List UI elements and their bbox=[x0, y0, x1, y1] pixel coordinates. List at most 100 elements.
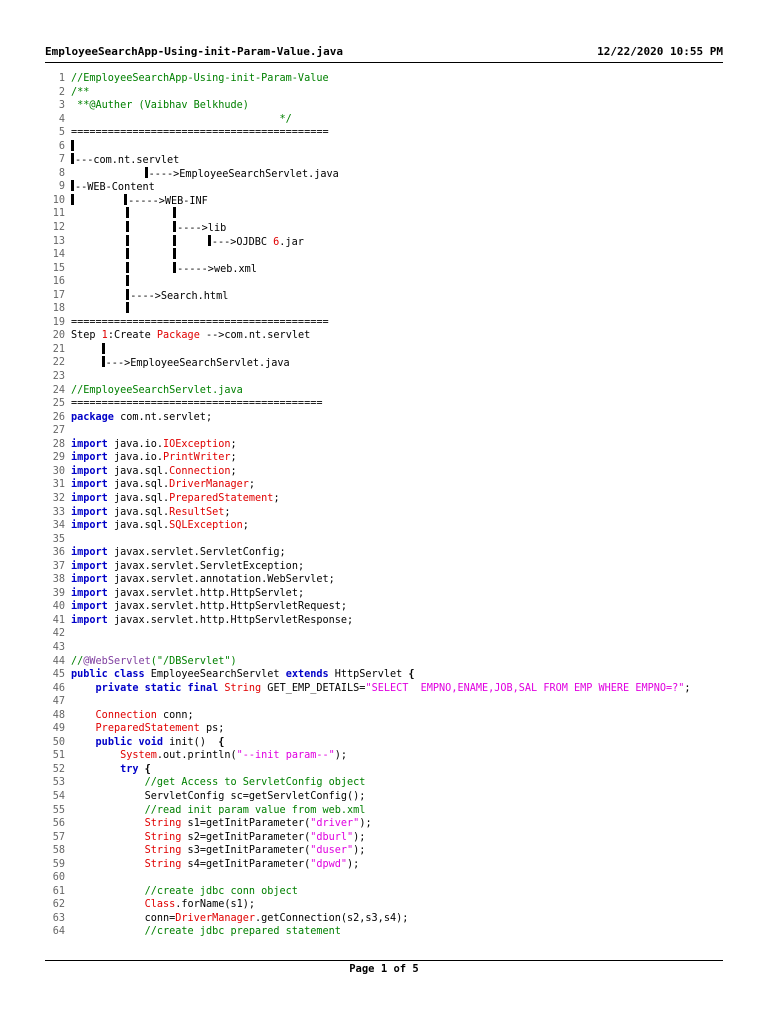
tree-bar bbox=[173, 261, 177, 273]
line-number: 25 bbox=[52, 398, 65, 410]
line-text: **@Auther (Vaibhav Belkhude) bbox=[71, 99, 249, 113]
code-line: 8 ---->EmployeeSearchServlet.java bbox=[45, 166, 691, 181]
line-text bbox=[71, 248, 177, 262]
code-token: "dpwd" bbox=[310, 858, 348, 870]
code-token: import bbox=[71, 452, 108, 464]
code-token: "SELECT EMPNO,ENAME,JOB,SAL FROM EMP WHE… bbox=[365, 682, 685, 694]
tree-bar bbox=[126, 302, 130, 314]
code-token: com.nt.servlet; bbox=[113, 411, 213, 423]
code-token bbox=[71, 926, 145, 937]
code-token: --WEB-Content bbox=[75, 182, 155, 194]
line-text: //@WebServlet("/DBServlet") bbox=[71, 655, 237, 669]
code-token: s3=getInitParameter( bbox=[181, 845, 311, 857]
code-token: import bbox=[71, 479, 108, 491]
code-line: 9--WEB-Content bbox=[45, 180, 691, 194]
code-token: init() bbox=[163, 736, 219, 748]
code-line: 25======================================… bbox=[45, 397, 691, 411]
code-line: 13 --->OJDBC 6.jar bbox=[45, 234, 691, 249]
line-number: 50 bbox=[52, 736, 65, 748]
code-token: ; bbox=[230, 452, 237, 464]
code-token: ; bbox=[224, 506, 231, 518]
line-text: String s4=getInitParameter("dpwd"); bbox=[71, 858, 360, 872]
code-token: javax.servlet.http.HttpServlet; bbox=[107, 587, 305, 599]
code-token: import bbox=[71, 465, 108, 477]
code-line: 57 String s2=getInitParameter("dburl"); bbox=[45, 831, 691, 845]
line-text: //read init param value from web.xml bbox=[71, 804, 366, 818]
code-token: java.sql. bbox=[107, 506, 170, 518]
line-number: 37 bbox=[52, 560, 65, 572]
line-text: import javax.servlet.annotation.WebServl… bbox=[71, 573, 335, 587]
line-number: 13 bbox=[52, 235, 65, 247]
code-line: 24//EmployeeSearchServlet.java bbox=[45, 384, 691, 398]
code-token: Class bbox=[144, 899, 176, 911]
tree-bar bbox=[173, 234, 177, 246]
code-token: import bbox=[71, 438, 108, 450]
code-line: 63 conn=DriverManager.getConnection(s2,s… bbox=[45, 912, 691, 926]
code-token: ; bbox=[230, 438, 237, 450]
code-token: GET_EMP_DETAILS= bbox=[261, 682, 366, 694]
code-token bbox=[71, 859, 145, 870]
code-token: ps; bbox=[199, 723, 225, 735]
tree-bar bbox=[126, 207, 130, 219]
code-token: import bbox=[71, 560, 108, 572]
line-number: 43 bbox=[52, 641, 65, 653]
code-token bbox=[71, 899, 145, 910]
line-text: try { bbox=[71, 763, 151, 777]
code-token: { bbox=[144, 763, 151, 775]
code-line: 4 */ bbox=[45, 113, 691, 127]
tree-bar bbox=[101, 342, 105, 354]
line-text: Class.forName(s1); bbox=[71, 898, 255, 912]
code-token: //EmployeeSearchServlet.java bbox=[71, 384, 243, 396]
line-number: 44 bbox=[52, 655, 65, 667]
line-number: 62 bbox=[52, 899, 65, 911]
code-token: **@Auther (Vaibhav Belkhude) bbox=[71, 100, 249, 112]
code-line: 23 bbox=[45, 370, 691, 384]
code-line: 11 bbox=[45, 207, 691, 221]
code-token: ---com.nt.servlet bbox=[75, 155, 180, 167]
code-token: ----->web.xml bbox=[177, 263, 257, 275]
code-token: java.sql. bbox=[107, 492, 170, 504]
code-token: "driver" bbox=[310, 818, 360, 830]
code-token bbox=[71, 358, 102, 369]
line-number: 55 bbox=[52, 804, 65, 816]
tree-bar bbox=[126, 261, 130, 273]
code-token bbox=[71, 237, 126, 248]
code-line: 42 bbox=[45, 627, 691, 641]
code-token: s1=getInitParameter( bbox=[181, 818, 311, 830]
code-token: --->OJDBC bbox=[211, 236, 274, 248]
code-token bbox=[71, 886, 145, 897]
code-token bbox=[130, 250, 173, 261]
line-text: String s2=getInitParameter("dburl"); bbox=[71, 831, 366, 845]
line-number: 23 bbox=[52, 371, 65, 383]
line-number: 1 bbox=[58, 73, 65, 84]
code-token: java.sql. bbox=[107, 479, 170, 491]
line-text: conn=DriverManager.getConnection(s2,s3,s… bbox=[71, 912, 409, 926]
code-token: EmployeeSearchServlet bbox=[144, 669, 286, 681]
line-text: //create jdbc conn object bbox=[71, 885, 298, 899]
line-number: 17 bbox=[52, 289, 65, 301]
line-number: 47 bbox=[52, 696, 65, 708]
code-line: 56 String s1=getInitParameter("driver"); bbox=[45, 817, 691, 831]
code-token bbox=[71, 750, 120, 761]
line-text: ---->EmployeeSearchServlet.java bbox=[71, 166, 339, 181]
line-number: 41 bbox=[52, 614, 65, 626]
code-token bbox=[71, 291, 126, 302]
line-number: 28 bbox=[52, 438, 65, 450]
code-line: 59 String s4=getInitParameter("dpwd"); bbox=[45, 858, 691, 872]
code-token: String bbox=[144, 831, 182, 843]
tree-bar bbox=[126, 275, 130, 287]
code-line: 53 //get Access to ServletConfig object bbox=[45, 776, 691, 790]
code-line: 22 --->EmployeeSearchServlet.java bbox=[45, 356, 691, 370]
code-token: "--init param--" bbox=[236, 750, 335, 762]
code-line: 15 ----->web.xml bbox=[45, 261, 691, 276]
line-number: 42 bbox=[52, 628, 65, 640]
line-number: 14 bbox=[52, 249, 65, 261]
line-number: 38 bbox=[52, 574, 65, 586]
code-token: java.io. bbox=[107, 452, 164, 464]
line-number: 7 bbox=[58, 154, 65, 166]
code-line: 6 bbox=[45, 139, 691, 154]
code-token: package bbox=[71, 411, 114, 423]
code-token: ServletConfig sc=getServletConfig(); bbox=[71, 790, 366, 802]
